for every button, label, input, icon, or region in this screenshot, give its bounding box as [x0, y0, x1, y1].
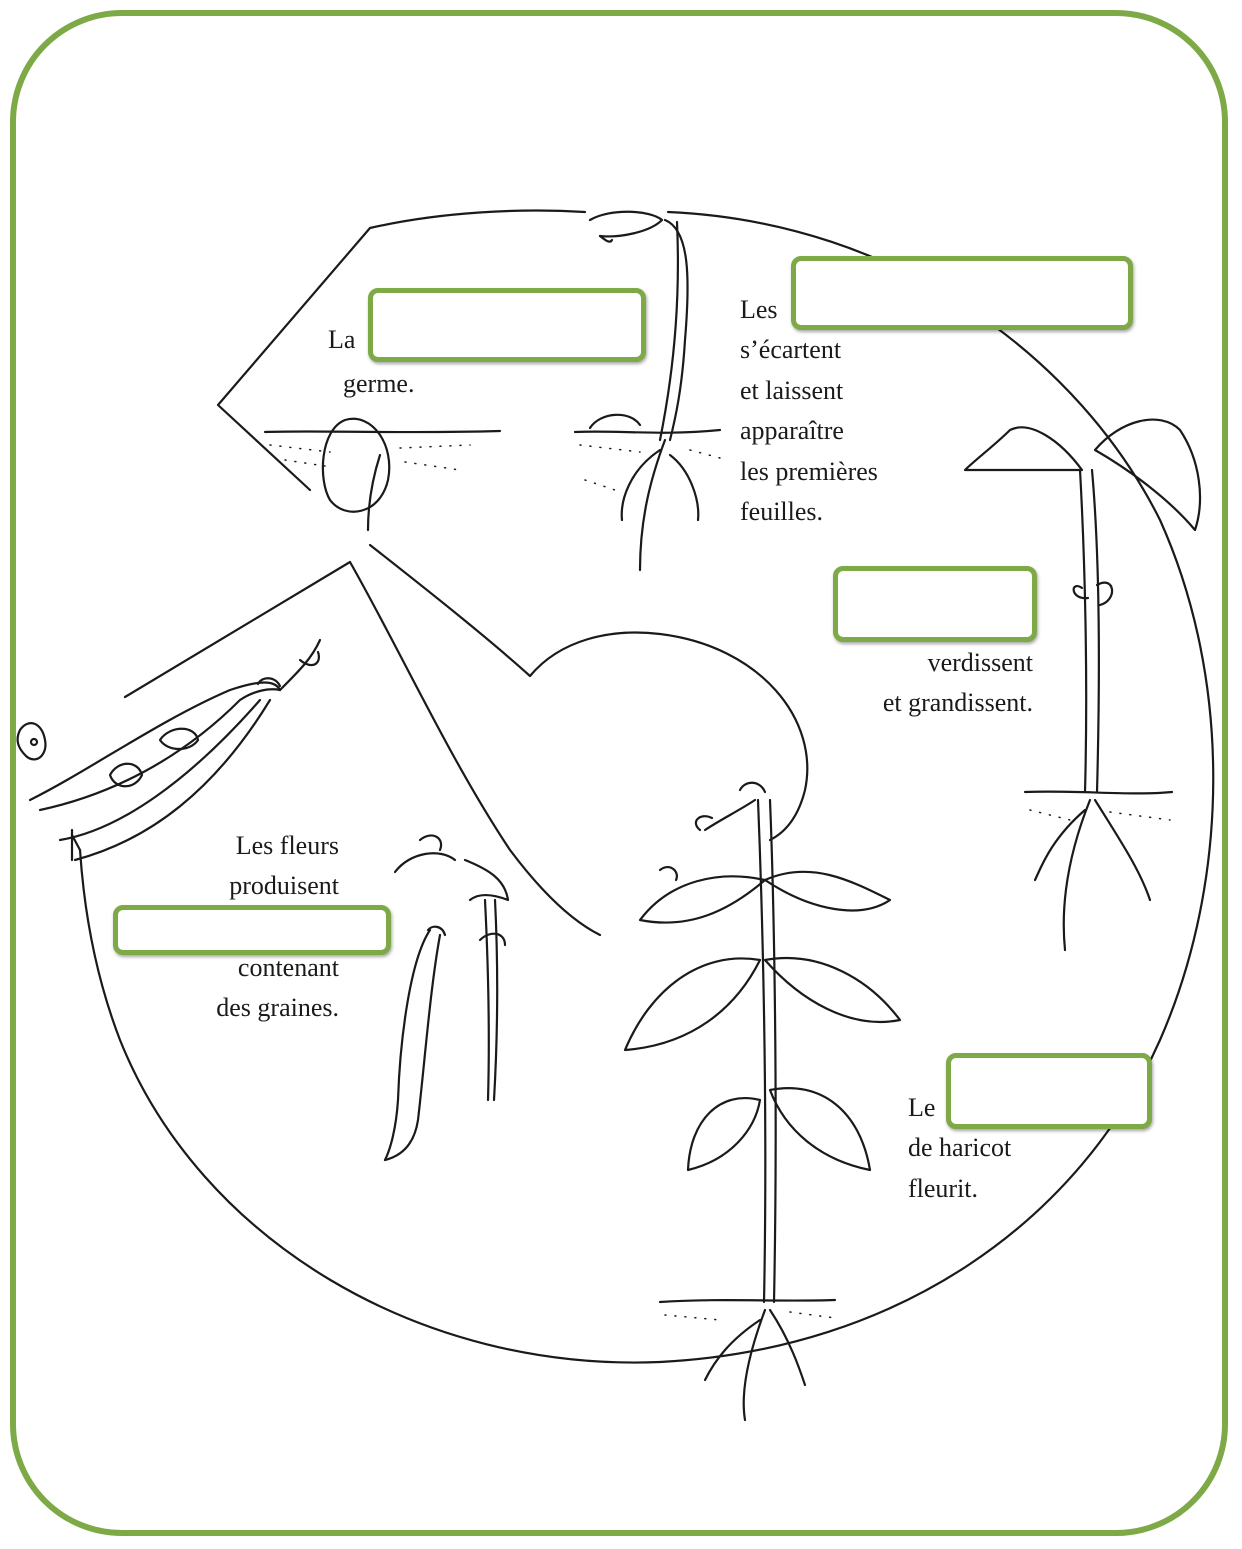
stage4-prefix: Le	[908, 1093, 936, 1122]
stage4-line2: de haricot	[908, 1133, 1012, 1162]
cycle-circle-outline	[78, 209, 1215, 1364]
stage2-line5: les premières	[740, 457, 878, 486]
flowering-plant-illustration	[623, 781, 902, 1422]
cycle-circle-inner-bubble	[70, 543, 809, 937]
stage5-line3: contenant	[237, 953, 339, 982]
seed-germinating-illustration	[263, 417, 502, 532]
stage1-suffix: germe.	[343, 369, 415, 398]
blank-stage2-input[interactable]	[791, 256, 1133, 330]
stage2-line4: apparaître	[740, 416, 844, 445]
stage3-line1: verdissent	[927, 648, 1033, 677]
stage2-line2: s’écartent	[740, 335, 842, 364]
stage4-line3: fleurit.	[908, 1174, 979, 1203]
blank-stage3-input[interactable]	[833, 566, 1037, 642]
stage5-line4: des graines.	[216, 993, 339, 1022]
stage3-line2: et grandissent.	[882, 688, 1033, 717]
blank-stage1-input[interactable]	[368, 288, 646, 362]
open-pod-with-seeds-illustration	[16, 638, 322, 862]
rounded-green-frame	[10, 10, 1228, 1536]
stage2-prefix: Les	[740, 295, 778, 324]
stage2-line6: feuilles.	[740, 497, 824, 526]
plant-with-pods-illustration	[383, 834, 510, 1162]
young-plant-illustration	[963, 418, 1202, 952]
blank-stage5-input[interactable]	[113, 905, 391, 955]
stage2-line3: et laissent	[740, 376, 844, 405]
seedling-emerging-illustration	[573, 210, 722, 572]
stage1-prefix: La	[328, 325, 356, 354]
stage5-line1: Les fleurs	[235, 831, 339, 860]
stage5-line2: produisent	[229, 871, 339, 900]
blank-stage4-input[interactable]	[946, 1053, 1152, 1129]
